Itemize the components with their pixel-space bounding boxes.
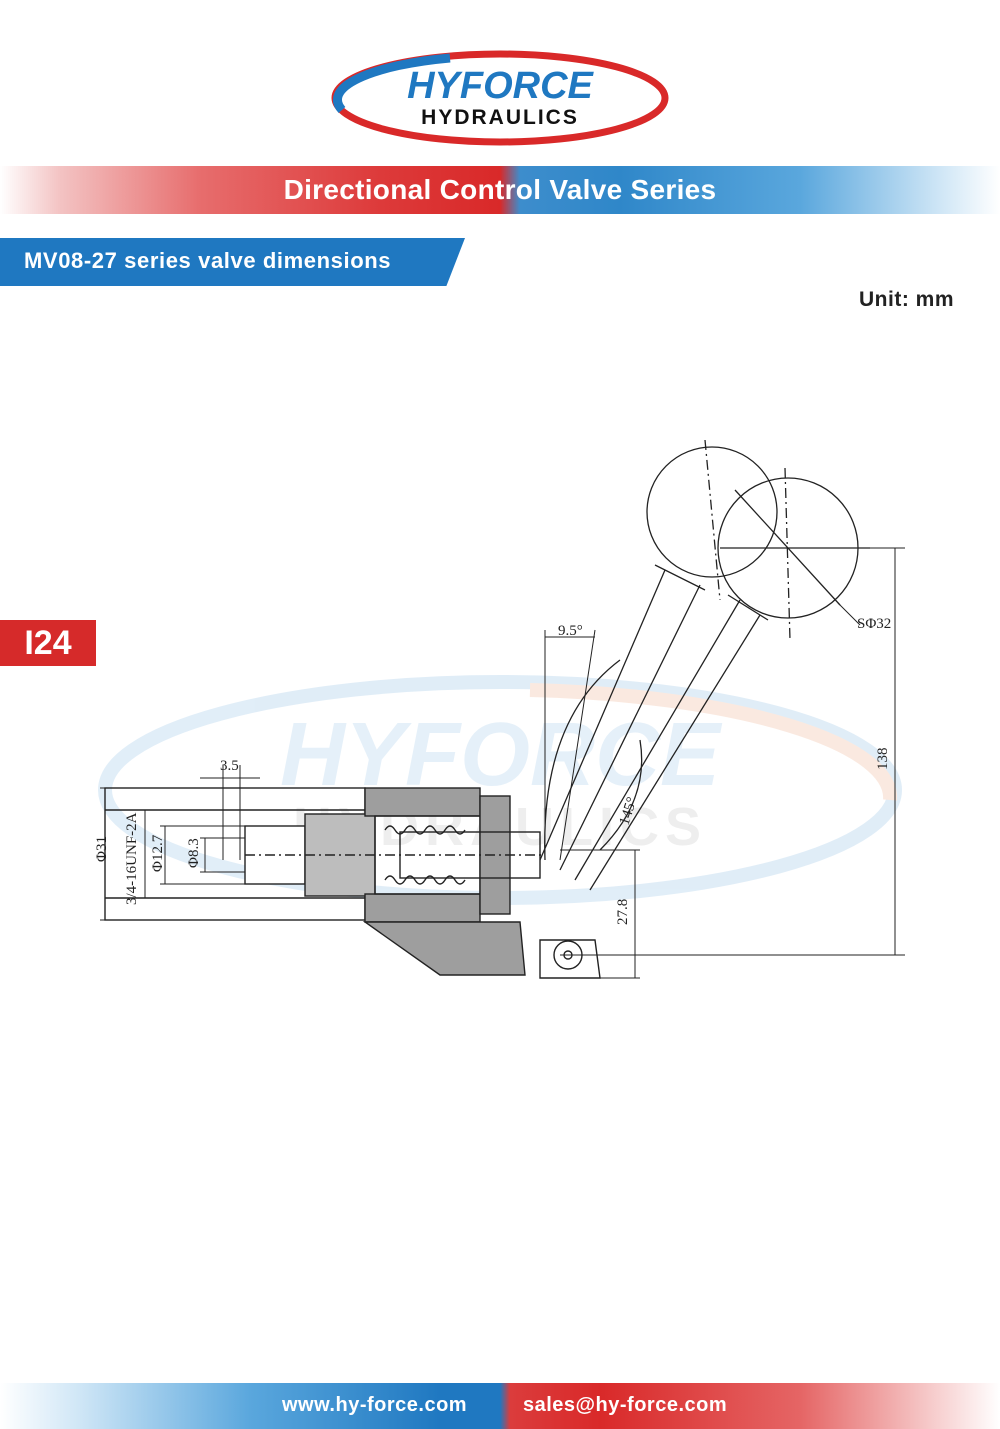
series-banner: Directional Control Valve Series [0, 166, 1000, 214]
dimension-labels: 9.5° 145° SΦ32 138 27.8 3.5 Φ31 3/4-16UN… [94, 616, 891, 925]
dim-dia-31: Φ31 [94, 836, 110, 862]
footer-email-link[interactable]: sales@hy-force.com [523, 1394, 728, 1416]
dim-thread: 3/4-16UNF-2A [124, 812, 140, 905]
dim-dia-83: Φ8.3 [186, 838, 202, 868]
page-tag: I24 [0, 620, 96, 666]
dim-dia-127: Φ12.7 [150, 834, 166, 872]
section-tab: MV08-27 series valve dimensions [0, 238, 465, 286]
logo-line1: HYFORCE [407, 65, 594, 107]
dim-height-pivot: 27.8 [615, 899, 631, 925]
dimension-lines [100, 547, 905, 979]
logo-line2: HYDRAULICS [421, 106, 579, 129]
valve-body [104, 787, 601, 979]
dim-height-total: 138 [875, 748, 891, 771]
section-title: MV08-27 series valve dimensions [24, 248, 392, 273]
valve-dimension-drawing: HYFORCE HYDRAULICS [94, 439, 905, 979]
unit-label: Unit: mm [859, 288, 954, 311]
dim-ball: SΦ32 [857, 616, 891, 632]
series-title: Directional Control Valve Series [283, 174, 717, 205]
watermark-line1: HYFORCE [280, 705, 723, 805]
footer-band: www.hy-force.com sales@hy-force.com [0, 1383, 1000, 1429]
dim-angle-small: 9.5° [558, 623, 583, 639]
footer-website-link[interactable]: www.hy-force.com [282, 1394, 468, 1416]
dim-width-slot: 3.5 [220, 758, 239, 774]
hyforce-logo: HYFORCE HYDRAULICS [331, 50, 669, 146]
